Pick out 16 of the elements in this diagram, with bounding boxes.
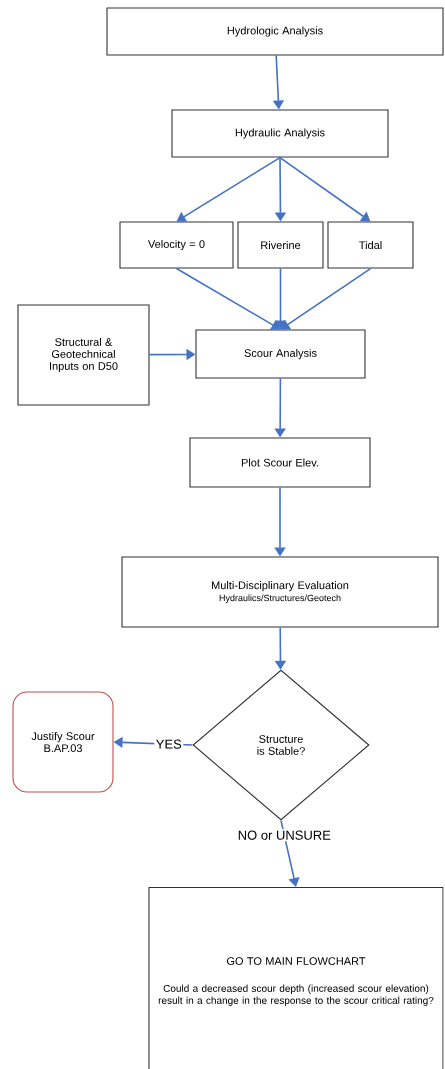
arrow [279,156,371,222]
input-box: Structural & Geotechnical Inputs on D50 [17,304,150,406]
process-box: Tidal [327,221,414,269]
process-box: Scour Analysis [195,329,366,379]
terminal-box: Justify Scour B.AP.03 [12,691,114,793]
process-box: Hydrologic Analysis [106,7,444,56]
process-box: Velocity = 0 [119,221,234,269]
note-box: GO TO MAIN FLOWCHART Could a decreased scour depth (increased scour elevation) result in a change in the response to the scour critical rating? [148,887,444,1069]
edge-label: NO or UNSURE [236,829,333,842]
arrow [280,819,300,887]
edge-label: YES [154,738,184,751]
process-box: Plot Scour Elev. [189,437,371,488]
process-box: Multi-Disciplinary Evaluation Hydraulics/Structures/Geotech [121,556,439,628]
arrow [280,267,372,330]
process-box: Riverine [237,221,324,269]
process-box: Hydraulic Analysis [171,109,389,158]
